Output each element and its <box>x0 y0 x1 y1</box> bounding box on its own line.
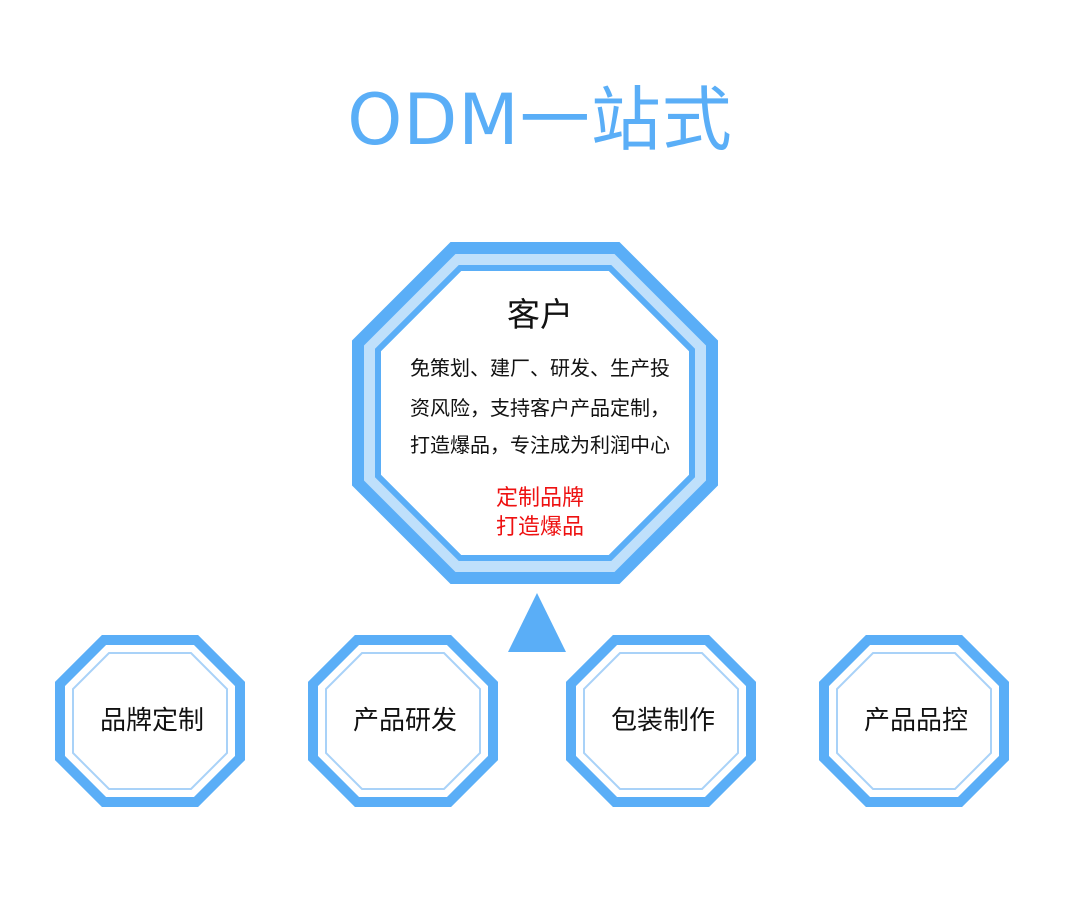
hub-slogan-line-2: 打造爆品 <box>495 515 584 540</box>
hub-octagon-inner-frame <box>375 265 695 561</box>
node-label-product-quality-control: 产品品控 <box>863 706 968 736</box>
node-octagon-3 <box>566 635 756 807</box>
up-triangle-arrow-icon <box>508 593 566 652</box>
page-title: ODM一站式 <box>347 79 733 161</box>
hub-octagon <box>352 242 718 584</box>
node-octagon-1-inner <box>72 652 228 790</box>
hub-body-line-2: 资风险，支持客户产品定制， <box>410 396 670 420</box>
node-octagon-2 <box>308 635 498 807</box>
node-label-product-development: 产品研发 <box>352 706 457 736</box>
hub-heading: 客户 <box>507 295 573 334</box>
node-label-brand-customization: 品牌定制 <box>99 706 204 736</box>
node-label-packaging-production: 包装制作 <box>610 706 715 736</box>
hub-body-line-1: 免策划、建厂、研发、生产投 <box>410 356 670 380</box>
node-octagon-3-inner <box>583 652 739 790</box>
node-octagon-4 <box>819 635 1009 807</box>
node-octagon-1 <box>55 635 245 807</box>
node-octagon-4-inner <box>836 652 992 790</box>
hub-body-line-3: 打造爆品，专注成为利润中心 <box>410 433 670 457</box>
node-octagon-2-inner <box>325 652 481 790</box>
hub-slogan-line-1: 定制品牌 <box>495 486 584 511</box>
